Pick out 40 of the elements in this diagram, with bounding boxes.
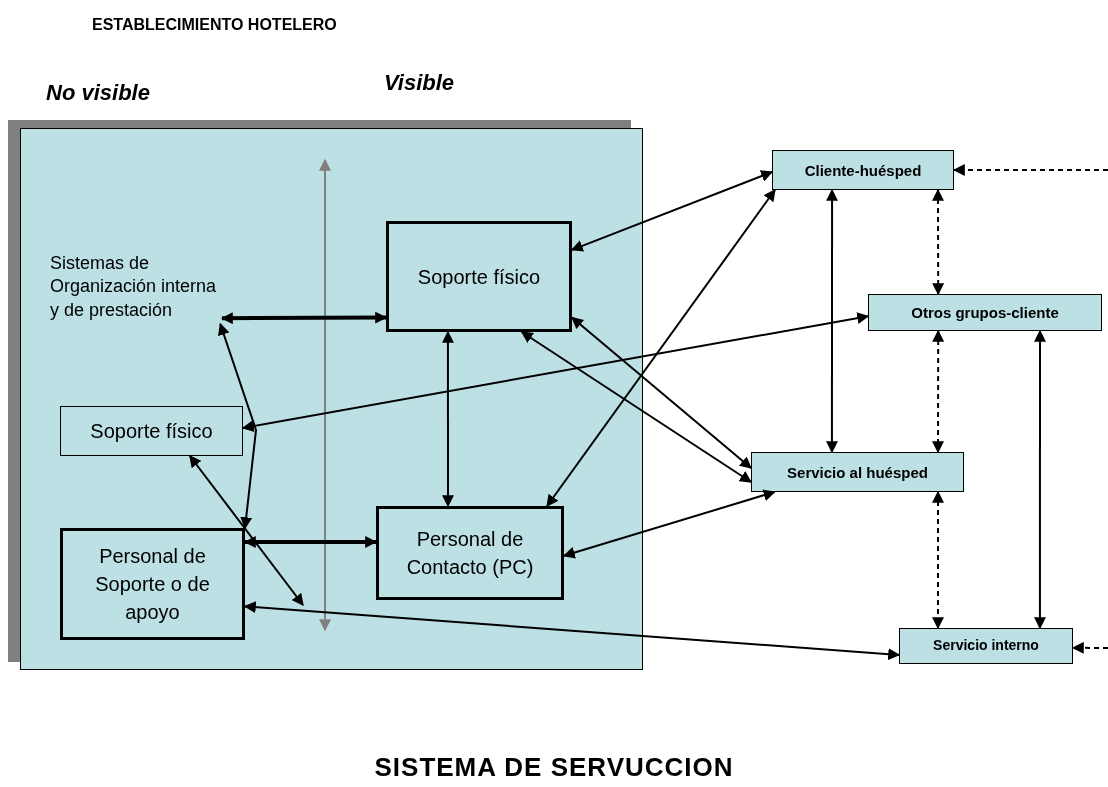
zone-label: Visible <box>384 70 455 96</box>
process-box <box>751 452 964 492</box>
node-label: Cliente-huésped <box>803 160 923 181</box>
process-box <box>60 528 245 640</box>
title: ESTABLECIMIENTO HOTELERO <box>92 16 337 34</box>
arrow <box>932 490 944 630</box>
node-label: Otros grupos-cliente <box>910 303 1060 323</box>
process-box <box>376 506 564 600</box>
node-label: Soporte físico <box>89 419 214 444</box>
arrow <box>825 188 839 454</box>
node-label: Servicio interno <box>932 636 1040 656</box>
caption: SISTEMA DE SERVUCCION <box>373 752 735 783</box>
arrow <box>570 170 774 252</box>
arrow <box>932 188 945 296</box>
arrow <box>571 316 752 469</box>
arrow <box>1071 641 1108 654</box>
process-box <box>386 221 572 332</box>
arrow <box>1033 329 1046 630</box>
process-box <box>60 406 243 456</box>
arrow <box>188 455 304 606</box>
process-box <box>899 628 1073 664</box>
node-label: Personal de Contacto (PC) <box>405 527 535 580</box>
node-label: Soporte físico <box>416 264 542 290</box>
arrow <box>520 331 752 483</box>
process-box <box>868 294 1102 331</box>
node-text: Sistemas de Organización interna y de prestación <box>50 252 222 324</box>
arrow <box>441 330 454 508</box>
arrow <box>218 322 257 530</box>
arrow <box>241 312 870 432</box>
process-box <box>772 150 954 190</box>
arrow <box>220 311 388 325</box>
arrow <box>243 536 378 548</box>
arrow <box>562 489 776 559</box>
arrow <box>546 189 776 507</box>
zone-label: No visible <box>46 80 150 106</box>
arrow <box>932 329 945 454</box>
node-label: Servicio al huésped <box>786 462 929 483</box>
node-label: Personal de Soporte o de apoyo <box>94 544 211 625</box>
arrow <box>243 601 901 661</box>
arrow <box>952 164 1108 176</box>
